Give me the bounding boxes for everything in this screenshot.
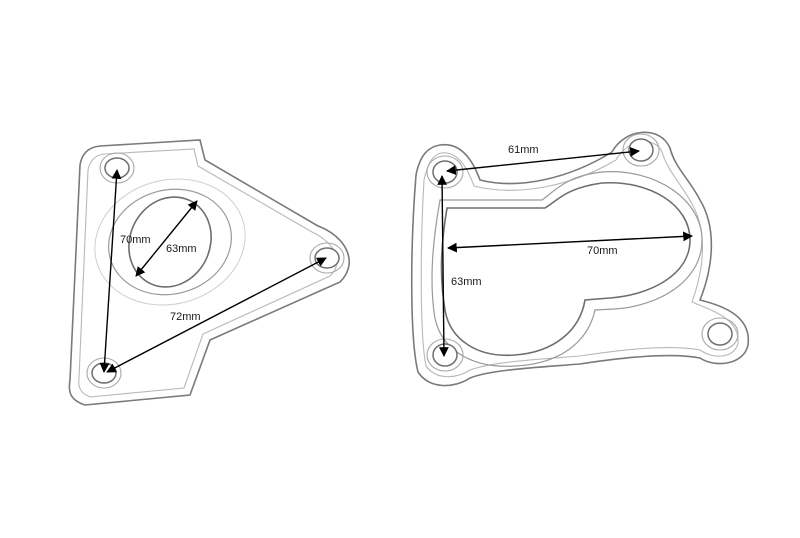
right-dim-line-width xyxy=(447,231,693,253)
right-hole-bottom-right xyxy=(707,322,733,346)
right-hole-bottom-right-ring xyxy=(701,317,739,351)
right-dim-line-top xyxy=(446,147,640,175)
right-dim-line-height xyxy=(437,175,449,357)
left-dim-line-diagonal xyxy=(106,257,327,373)
right-gasket: 61mm 70mm 63mm xyxy=(410,131,749,387)
right-hole-top-left xyxy=(432,160,458,184)
left-dim-label-vertical: 70mm xyxy=(120,234,151,246)
left-dim-label-diameter: 63mm xyxy=(166,243,197,255)
left-gasket: 70mm 63mm 72mm xyxy=(68,139,350,406)
right-dim-label-top: 61mm xyxy=(508,144,539,156)
right-hole-top-right xyxy=(628,138,654,162)
right-hole-bottom-left xyxy=(432,343,458,367)
left-hole-right xyxy=(314,247,340,269)
left-dim-label-diagonal: 72mm xyxy=(170,311,201,323)
right-dim-label-width: 70mm xyxy=(587,245,618,257)
right-dim-label-height: 63mm xyxy=(451,276,482,288)
left-gasket-edge xyxy=(78,148,338,398)
